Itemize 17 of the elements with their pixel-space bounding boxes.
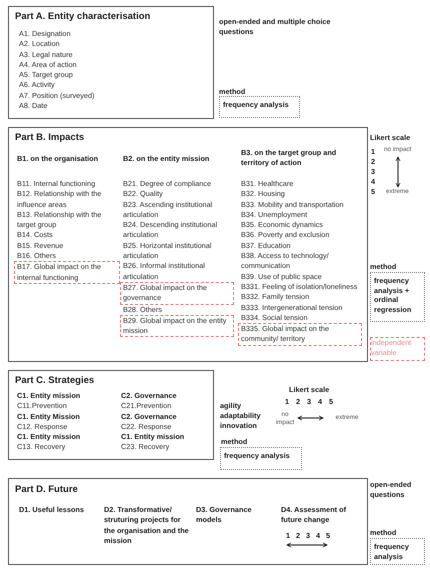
- section-box: [8, 6, 214, 119]
- section-box: [8, 478, 368, 565]
- section-title: Part D. Future: [15, 484, 79, 495]
- section-title: Part B. Impacts: [15, 132, 86, 143]
- highlight-box: [14, 261, 120, 284]
- highlight-box: [120, 282, 234, 305]
- highlight-box: [238, 323, 362, 346]
- section-title: Part A. Entity characterisation: [15, 11, 152, 22]
- section-title: Part C. Strategies: [15, 375, 96, 386]
- section-box: [8, 370, 214, 460]
- method-box: [219, 96, 300, 118]
- highlight-box: [370, 337, 425, 361]
- method-box: [370, 538, 425, 565]
- highlight-box: [120, 314, 234, 338]
- method-box: [370, 272, 425, 322]
- section-box: [8, 127, 368, 362]
- method-box: [220, 447, 302, 470]
